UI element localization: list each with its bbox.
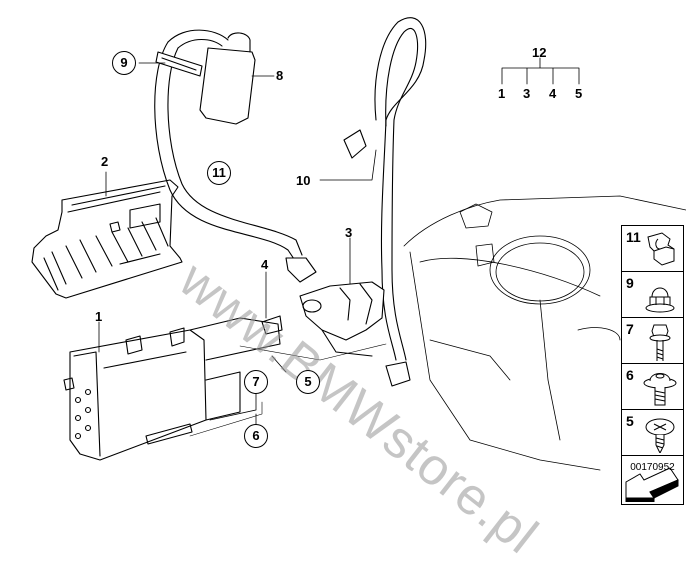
legend-item-9[interactable]: 9 — [622, 272, 683, 318]
legend-item-5[interactable]: 5 — [622, 410, 683, 456]
callout-9[interactable]: 9 — [112, 51, 136, 75]
callout-4[interactable]: 4 — [261, 257, 269, 272]
charcoal-canister-drawing — [63, 317, 281, 461]
legend-item-7[interactable]: 7 — [622, 318, 683, 364]
assembly-child-3[interactable]: 3 — [523, 86, 531, 101]
legend-number: 7 — [626, 321, 634, 337]
breather-hose-drawing — [343, 17, 427, 387]
leak-pump-drawing — [239, 281, 387, 361]
callout-3[interactable]: 3 — [345, 225, 353, 240]
callout-1[interactable]: 1 — [95, 309, 103, 324]
parts-diagram: www.BMWstore.pl 1 2 3 4 5 6 7 8 9 10 11 … — [31, 17, 686, 565]
assembly-child-5[interactable]: 5 — [575, 86, 583, 101]
collar-screw-icon — [643, 373, 677, 406]
legend-number: 9 — [626, 275, 634, 291]
assembly-child-1[interactable]: 1 — [498, 86, 506, 101]
callout-10[interactable]: 10 — [296, 173, 311, 188]
clip-icon — [647, 232, 675, 266]
callout-7[interactable]: 7 — [244, 370, 268, 394]
callout-2[interactable]: 2 — [101, 154, 109, 169]
fuel-tank-drawing — [403, 195, 686, 471]
callout-5[interactable]: 5 — [296, 370, 320, 394]
legend-number: 6 — [626, 367, 634, 383]
leader-lines — [98, 57, 580, 433]
self-tapping-screw-icon — [645, 418, 675, 453]
legend-item-11[interactable]: 11 — [622, 226, 683, 272]
assembly-child-4[interactable]: 4 — [549, 86, 557, 101]
callout-8[interactable]: 8 — [276, 68, 284, 83]
callout-11[interactable]: 11 — [207, 161, 231, 185]
document-id: 00170952 — [630, 462, 675, 473]
cap-nut-icon — [645, 287, 675, 313]
legend-item-6[interactable]: 6 — [622, 364, 683, 410]
legend-number: 5 — [626, 413, 634, 429]
assembly-parent-label[interactable]: 12 — [532, 45, 547, 60]
legend-number: 11 — [626, 229, 641, 245]
heat-shield-drawing — [31, 179, 183, 299]
bolt-icon — [649, 324, 671, 361]
intake-hose-drawing — [154, 29, 317, 283]
callout-6[interactable]: 6 — [244, 424, 268, 448]
